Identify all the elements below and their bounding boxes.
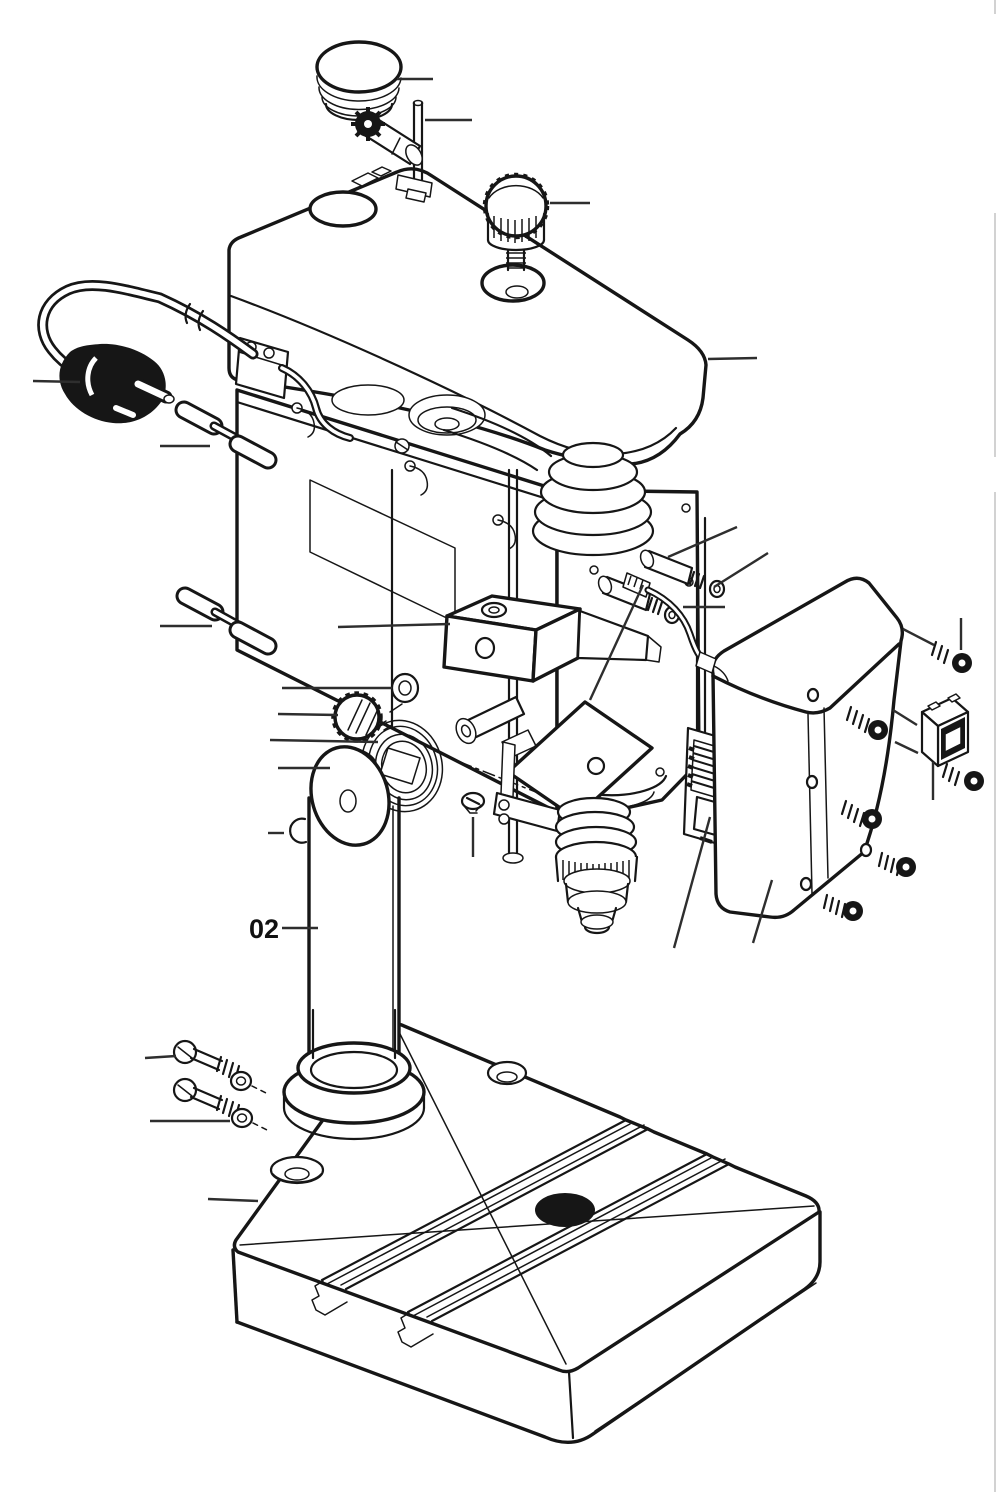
flat-washer: [390, 672, 420, 704]
drill-chuck: [554, 796, 639, 935]
power-cord: [37, 279, 259, 384]
spring-cover-disc: [309, 745, 391, 847]
mounting-bolt-1: [172, 1039, 267, 1094]
column-collar: [282, 1008, 426, 1141]
rocker-switch: [920, 693, 970, 768]
retainer-clips: [291, 402, 517, 550]
mounting-bolt-2: [172, 1077, 268, 1131]
base-mount-hole: [269, 1155, 325, 1185]
set-screw: [460, 791, 486, 814]
t-slot-2: [397, 1152, 731, 1348]
column-callout: 02: [249, 914, 318, 944]
switch-screw: [941, 762, 984, 791]
switch-cover: [710, 576, 905, 920]
top-screw: [930, 640, 972, 673]
cover-screw-3: [877, 851, 916, 877]
cover-screw-2: [840, 799, 882, 829]
return-spring: [360, 719, 444, 813]
base-table-hole: [486, 1060, 528, 1086]
depth-stop-block: [442, 594, 662, 683]
guide-pin-upper: [639, 549, 726, 599]
power-plug: [59, 343, 175, 424]
column: [307, 796, 401, 1074]
support-plate: [506, 700, 654, 820]
retaining-ring: [289, 817, 308, 844]
knob-hole: [480, 263, 546, 303]
locking-thumb-knob: [482, 172, 550, 272]
cover-screw-1: [845, 705, 888, 740]
pulley-openings: [331, 384, 486, 436]
t-slot-1: [311, 1118, 650, 1316]
motor-cable: [622, 572, 729, 682]
feed-handle-lower: [175, 586, 278, 656]
dust-cap: [315, 40, 403, 122]
spindle-cone-pulley: [531, 441, 655, 557]
center-hole: [535, 1193, 595, 1227]
cover-screw-4: [822, 893, 863, 921]
column-label: 02: [249, 914, 279, 944]
leader-lines: [32, 77, 963, 1203]
depth-gauge-rod: [351, 99, 433, 203]
cover-latch-slot: [351, 166, 392, 187]
drive-belt: [442, 406, 553, 472]
clamp-star-knob: [351, 107, 385, 141]
feed-handle-upper: [174, 400, 278, 470]
